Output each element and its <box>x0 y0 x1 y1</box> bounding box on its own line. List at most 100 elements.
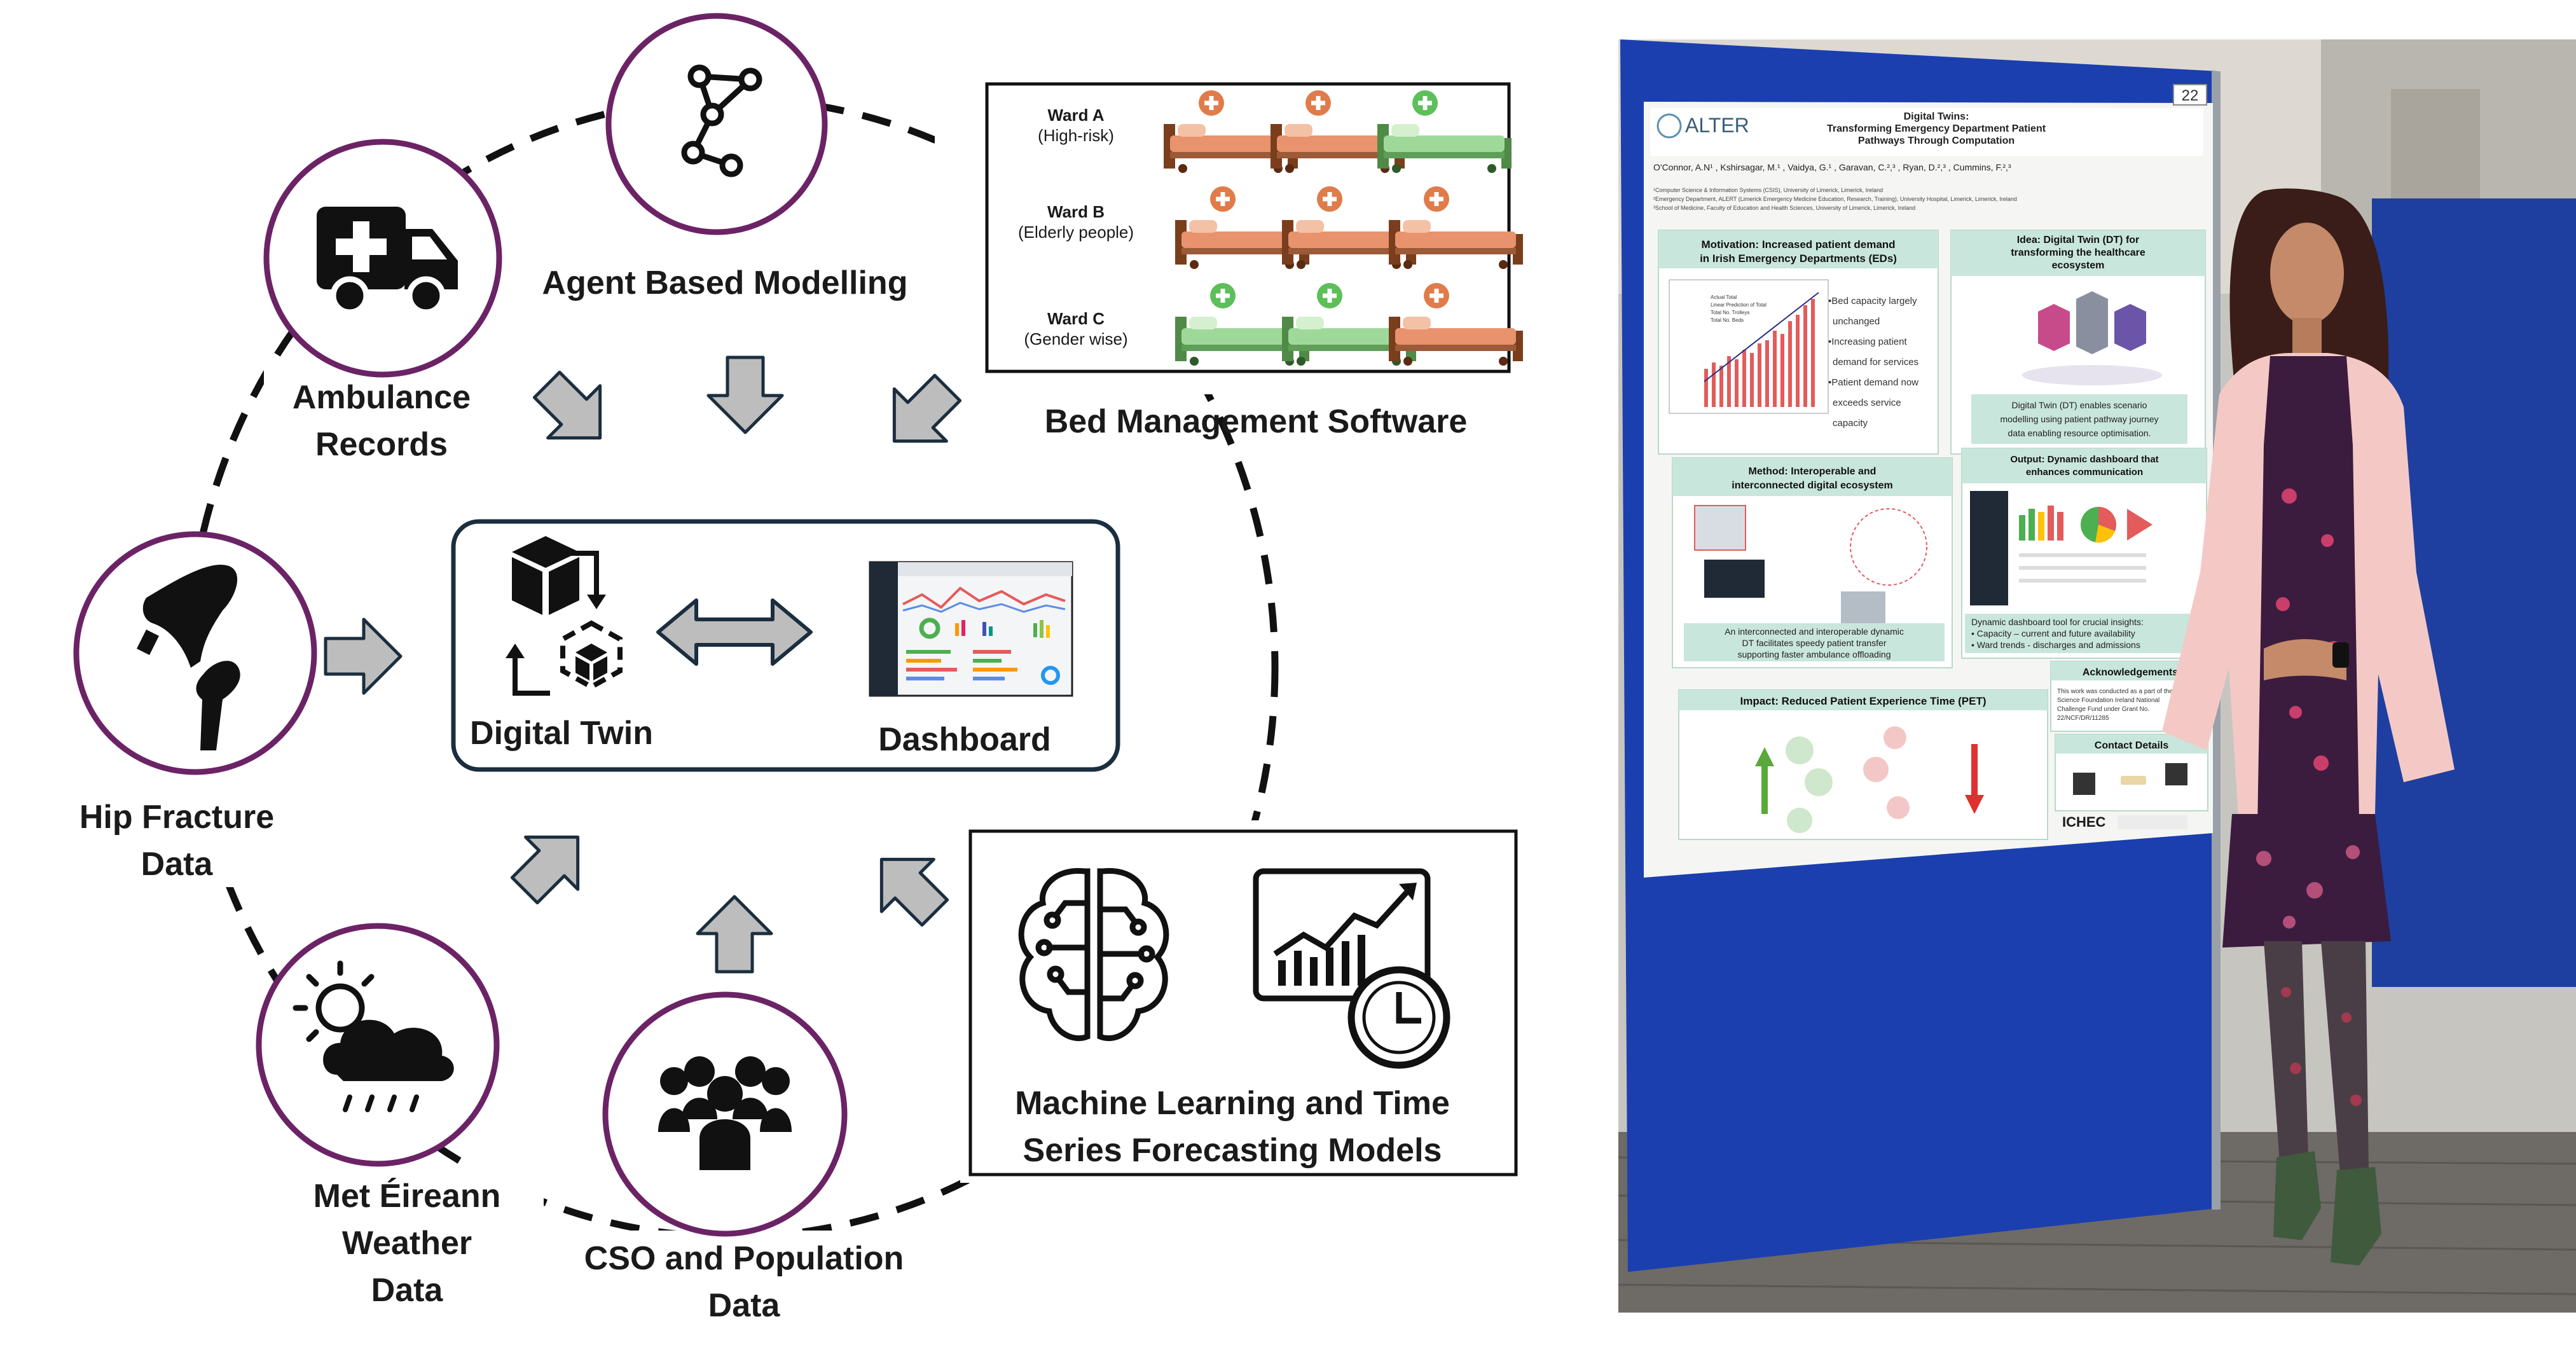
network-graph-icon <box>681 64 762 177</box>
ack-text-3: Challenge Fund under Grant No. <box>2057 706 2149 713</box>
weather-cloud-rain-icon <box>293 960 454 1112</box>
poster-affil-2: ²Emergency Department, ALERT (Limerick E… <box>1653 196 2017 202</box>
ack-text-1: This work was conducted as a part of the <box>2057 688 2173 695</box>
weather-node <box>256 923 500 1167</box>
data-flow-diagram: Digital Twin Dashboard <box>60 13 1533 1339</box>
contact-title: Contact Details <box>2095 740 2169 751</box>
weather-label-line3: Data <box>371 1272 444 1309</box>
output-title-1: Output: Dynamic dashboard that <box>2010 454 2158 465</box>
bed-management-label: Bed Management Software <box>1045 403 1468 440</box>
ambulance-node <box>263 139 502 378</box>
motivation-title-2: in Irish Emergency Departments (EDs) <box>1700 252 1897 265</box>
hip-bone-icon <box>137 565 240 750</box>
ward-b-desc: (Elderly people) <box>1018 223 1134 242</box>
idea-text-3: data enabling resource optimisation. <box>2008 428 2151 438</box>
presenter-person <box>2162 188 2455 1266</box>
arrow-from-hip-fracture <box>324 617 403 695</box>
ambulance-icon <box>317 207 458 315</box>
poster-authors: O'Connor, A.N¹ , Kshirsagar, M.¹ , Vaidy… <box>1653 162 2011 172</box>
arrow-from-ambulance <box>532 370 602 440</box>
arrow-from-weather <box>510 835 580 905</box>
population-label-line1: CSO and Population <box>584 1240 904 1277</box>
idea-hexagon-graphic <box>2022 291 2162 385</box>
poster-title-3: Pathways Through Computation <box>1858 135 2015 146</box>
idea-title-1: Idea: Digital Twin (DT) for <box>2017 235 2140 245</box>
poster-photo: 22 ALTER Digital Twins: Transforming Eme… <box>1618 39 2576 1313</box>
hip-fracture-label-line1: Hip Fracture <box>79 799 274 836</box>
ml-forecasting-box: Machine Learning and Time Series Forecas… <box>968 829 1518 1176</box>
hip-fracture-label-line2: Data <box>141 846 214 883</box>
idea-text-1: Digital Twin (DT) enables scenario <box>2012 400 2147 410</box>
ack-title: Acknowledgements <box>2083 667 2178 678</box>
ward-c-name: Ward C <box>1047 309 1105 328</box>
poster-affil-3: ³School of Medicine, Faculty of Educatio… <box>1653 205 1915 211</box>
poster-affil-1: ¹Computer Science & Information Systems … <box>1653 187 1883 193</box>
agent-modelling-node <box>605 13 828 235</box>
motivation-bullet-7: capacity <box>1833 418 1868 429</box>
motivation-bullet-4: demand for services <box>1833 357 1918 368</box>
digital-twin-icon <box>506 536 623 696</box>
arrow-from-population <box>696 895 773 974</box>
qr-code-2 <box>2165 763 2187 785</box>
legend-linear-prediction: Linear Prediction of Total <box>1711 302 1767 308</box>
ml-label-line1: Machine Learning and Time <box>1015 1085 1450 1122</box>
flow-arrows <box>324 355 962 974</box>
population-node <box>602 991 848 1237</box>
agent-modelling-label: Agent Based Modelling <box>542 265 908 301</box>
output-title-2: enhances communication <box>2026 467 2143 478</box>
ml-label-line2: Series Forecasting Models <box>1023 1132 1442 1169</box>
demand-bar-chart: Actual Total Linear Prediction of Total … <box>1669 279 1829 414</box>
ambulance-label-line2: Records <box>315 426 448 463</box>
method-text-1: An interconnected and interoperable dyna… <box>1725 626 1904 637</box>
impact-graphic <box>1755 726 1984 833</box>
ward-b-name: Ward B <box>1047 202 1105 221</box>
ward-a-desc: (High-risk) <box>1038 126 1114 145</box>
idea-title-3: ecosystem <box>2052 260 2105 271</box>
method-text-3: supporting faster ambulance offloading <box>1737 649 1891 659</box>
dashboard-thumbnail <box>869 561 1073 697</box>
sponsor-logo: ICHEC <box>2062 814 2106 830</box>
arrow-from-bed-management <box>892 373 962 443</box>
legend-total-beds: Total No. Beds <box>1711 317 1744 323</box>
poster-paper: 22 ALTER Digital Twins: Transforming Eme… <box>1644 84 2213 878</box>
qr-code-1 <box>2073 773 2095 795</box>
motivation-bullet-2: unchanged <box>1833 316 1880 327</box>
legend-actual-total: Actual Total <box>1711 294 1737 300</box>
bidirectional-arrow <box>656 598 813 666</box>
poster-logo: ALTER <box>1685 114 1749 137</box>
arrow-from-agent-model <box>706 355 784 434</box>
output-dashboard-graphic <box>1970 491 2152 605</box>
wristwatch <box>2332 642 2349 668</box>
legend-total-trolleys: Total No. Trolleys <box>1711 310 1749 315</box>
motivation-bullet-1: •Bed capacity largely <box>1828 296 1917 307</box>
bed-management-box: Ward A (High-risk) Ward B (Elderly peopl… <box>985 82 1523 373</box>
motivation-bullet-6: exceeds service <box>1833 397 1901 408</box>
output-text-3: • Ward trends - discharges and admission… <box>1971 640 2140 650</box>
weather-label-line1: Met Éireann <box>313 1178 501 1215</box>
poster-title-1: Digital Twins: <box>1904 111 1969 122</box>
motivation-bullet-5: •Patient demand now <box>1828 377 1918 388</box>
ack-text-4: 22/NCF/DR/11285 <box>2057 715 2109 722</box>
idea-title-2: transforming the healthcare <box>2011 247 2146 258</box>
method-text-2: DT facilitates speedy patient transfer <box>1742 638 1887 648</box>
dashboard-label: Dashboard <box>878 721 1051 758</box>
board-number: 22 <box>2182 87 2199 104</box>
method-ecosystem-graphic <box>1694 505 1927 623</box>
ambulance-label-line1: Ambulance <box>293 379 471 416</box>
output-text-1: Dynamic dashboard tool for crucial insig… <box>1971 617 2144 627</box>
crowd-icon <box>658 1056 792 1170</box>
impact-title: Impact: Reduced Patient Experience Time … <box>1740 695 1986 707</box>
hip-fracture-node <box>73 531 317 775</box>
digital-twin-label: Digital Twin <box>470 715 653 752</box>
motivation-title-1: Motivation: Increased patient demand <box>1701 238 1895 251</box>
ward-a-name: Ward A <box>1047 106 1104 125</box>
method-title-2: interconnected digital ecosystem <box>1732 480 1892 491</box>
method-title-1: Method: Interoperable and <box>1749 466 1877 477</box>
population-label-line2: Data <box>708 1287 781 1324</box>
motivation-bullet-3: •Increasing patient <box>1828 336 1907 347</box>
ward-c-desc: (Gender wise) <box>1024 329 1127 348</box>
time-series-chart-icon <box>1253 868 1450 1069</box>
ack-text-2: Science Foundation Ireland National <box>2057 697 2159 704</box>
weather-label-line2: Weather <box>342 1225 472 1262</box>
idea-text-2: modelling using patient pathway journey <box>2000 414 2158 424</box>
